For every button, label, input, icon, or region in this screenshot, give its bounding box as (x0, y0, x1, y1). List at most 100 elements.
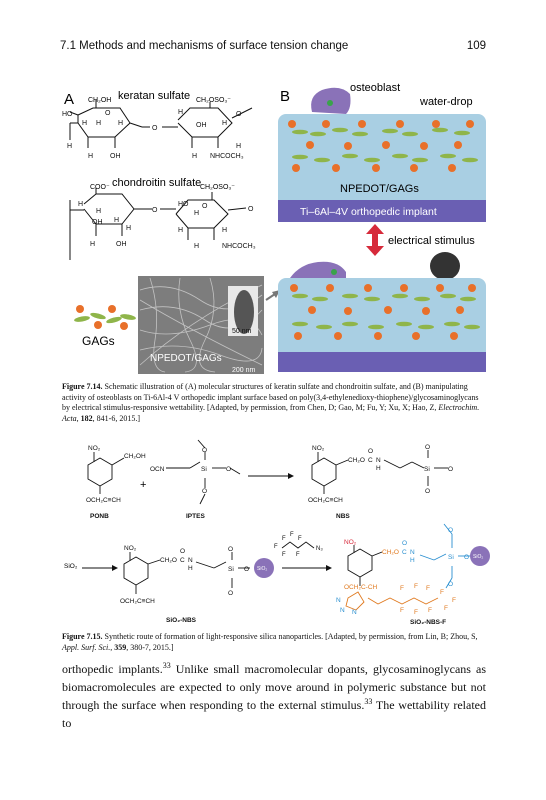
sio2-nbs-f-blue-chain (419, 523, 472, 589)
svg-text:H: H (178, 109, 183, 116)
caption-7-14-label: Figure 7.14. (62, 382, 103, 391)
top-panel-gags (288, 120, 478, 172)
osteoblast-label: osteoblast (350, 82, 400, 94)
svg-text:O: O (105, 110, 111, 117)
svg-text:H: H (118, 120, 123, 127)
ponb-structure (87, 452, 125, 494)
svg-text:NO₂: NO₂ (344, 539, 357, 546)
svg-text:HO: HO (62, 111, 73, 118)
fluoro-azide (281, 541, 315, 549)
svg-text:CH₂O: CH₂O (160, 557, 177, 564)
svg-text:CH₂O: CH₂O (382, 549, 399, 556)
ponb-label: PONB (90, 513, 109, 520)
svg-text:F: F (414, 583, 418, 590)
caption-7-14-pages: , 841-6, 2015.] (92, 413, 140, 423)
fluoro-azide-atoms: F F F F F F N₃ (274, 532, 323, 558)
svg-text:O: O (152, 125, 158, 132)
svg-text:F: F (298, 536, 302, 542)
svg-text:O: O (448, 466, 453, 473)
ch2oh-label: CH₂OH (88, 97, 111, 104)
ponb-atoms: NO₂ CH₂OH OCH₂C≡CH PONB (86, 445, 146, 520)
npedot-gags-sem-label: NPEDOT/GAGs (150, 353, 222, 364)
svg-text:F: F (426, 585, 430, 592)
svg-text:F: F (296, 552, 300, 558)
body-paragraph: orthopedic implants.33 Unlike small macr… (62, 661, 487, 731)
svg-text:SiO₂: SiO₂ (473, 554, 483, 560)
svg-text:OCH₂C-CH: OCH₂C-CH (344, 584, 378, 591)
svg-text:O: O (402, 540, 407, 547)
svg-text:OCH₂C≡CH: OCH₂C≡CH (308, 497, 343, 504)
svg-text:Si: Si (424, 466, 430, 473)
caption-7-14-journal: Electrochim. Acta (62, 403, 480, 423)
caption-7-14-vol: 182 (80, 413, 93, 423)
svg-text:H: H (88, 153, 93, 160)
silica-particle-2 (470, 546, 490, 566)
svg-text:CH₂O: CH₂O (348, 457, 365, 464)
svg-text:F: F (274, 544, 278, 550)
svg-text:H: H (194, 243, 199, 250)
svg-text:C: C (368, 457, 373, 464)
sio2-nbs-label: SiO₂-NBS (166, 617, 197, 624)
svg-text:OH: OH (116, 241, 127, 248)
caption-7-15-journal: Appl. Surf. Sci. (62, 642, 111, 652)
svg-text:F: F (452, 597, 456, 604)
svg-text:H: H (192, 153, 197, 160)
section-title: 7.1 Methods and mechanisms of surface te… (60, 40, 349, 52)
nbs-atoms: NO₂ CH₂O C O N H Si O O O OCH₂C≡CH NBS (308, 444, 453, 520)
keratan-atoms: HO O H H H H H OH O H OH H H H NHCOCH₃ O (62, 109, 244, 160)
npedot-gags-label: NPEDOT/GAGs (340, 183, 419, 195)
bottom-panel (278, 278, 486, 372)
svg-text:N: N (410, 549, 415, 556)
iptes-atoms: OCN Si O O O IPTES (150, 447, 231, 520)
svg-text:N: N (376, 457, 381, 464)
iptes-label: IPTES (186, 513, 205, 520)
svg-text:O: O (448, 527, 453, 534)
iptes-structure (166, 439, 241, 505)
coo-label: COO⁻ (90, 184, 110, 191)
svg-text:N: N (336, 597, 341, 604)
svg-text:H: H (96, 120, 101, 127)
svg-text:O: O (202, 447, 207, 454)
sio2-nbs-f-label: SiO₂-NBS-F (410, 619, 446, 626)
svg-text:O: O (425, 444, 430, 451)
keratan-title: keratan sulfate (118, 90, 190, 102)
svg-text:H: H (96, 208, 101, 215)
svg-text:N: N (352, 609, 357, 616)
svg-text:NO₂: NO₂ (88, 445, 101, 452)
svg-text:O: O (244, 566, 249, 573)
svg-text:H: H (222, 120, 227, 127)
svg-text:O: O (152, 207, 158, 214)
silica-particle-1 (254, 558, 274, 578)
svg-text:C: C (180, 557, 185, 564)
running-header: 7.1 Methods and mechanisms of surface te… (60, 40, 486, 56)
ch2oso3-label-2: CH₂OSO₃⁻ (200, 184, 235, 191)
caption-7-15: Figure 7.15. Synthetic route of formatio… (62, 632, 478, 652)
svg-text:NHCOCH₃: NHCOCH₃ (210, 153, 244, 160)
svg-text:CH₂OH: CH₂OH (124, 453, 146, 460)
svg-text:F: F (400, 607, 404, 614)
sio2-nbs-f-structure (347, 545, 383, 586)
svg-text:OH: OH (196, 122, 207, 129)
sio2-left: SiO₂ (64, 563, 78, 570)
svg-text:F: F (290, 532, 294, 538)
svg-text:O: O (226, 466, 231, 473)
top-panel (278, 114, 486, 222)
svg-text:Si: Si (228, 566, 234, 573)
svg-text:F: F (428, 607, 432, 614)
caption-7-15-text: Synthetic route of formation of light-re… (104, 632, 478, 641)
page-number: 109 (466, 40, 486, 52)
svg-text:H: H (194, 210, 199, 217)
svg-text:OCN: OCN (150, 466, 165, 473)
svg-text:OH: OH (92, 219, 103, 226)
svg-text:F: F (282, 536, 286, 542)
gags-label: GAGs (82, 334, 115, 348)
svg-text:Si: Si (201, 466, 207, 473)
svg-text:NHCOCH₃: NHCOCH₃ (222, 243, 256, 250)
svg-text:NO₂: NO₂ (124, 545, 137, 552)
caption-7-15-vol: 359 (114, 642, 127, 652)
svg-text:N₃: N₃ (316, 546, 323, 552)
svg-text:O: O (202, 488, 207, 495)
svg-text:H: H (410, 557, 415, 564)
nbs-label: NBS (336, 513, 350, 520)
